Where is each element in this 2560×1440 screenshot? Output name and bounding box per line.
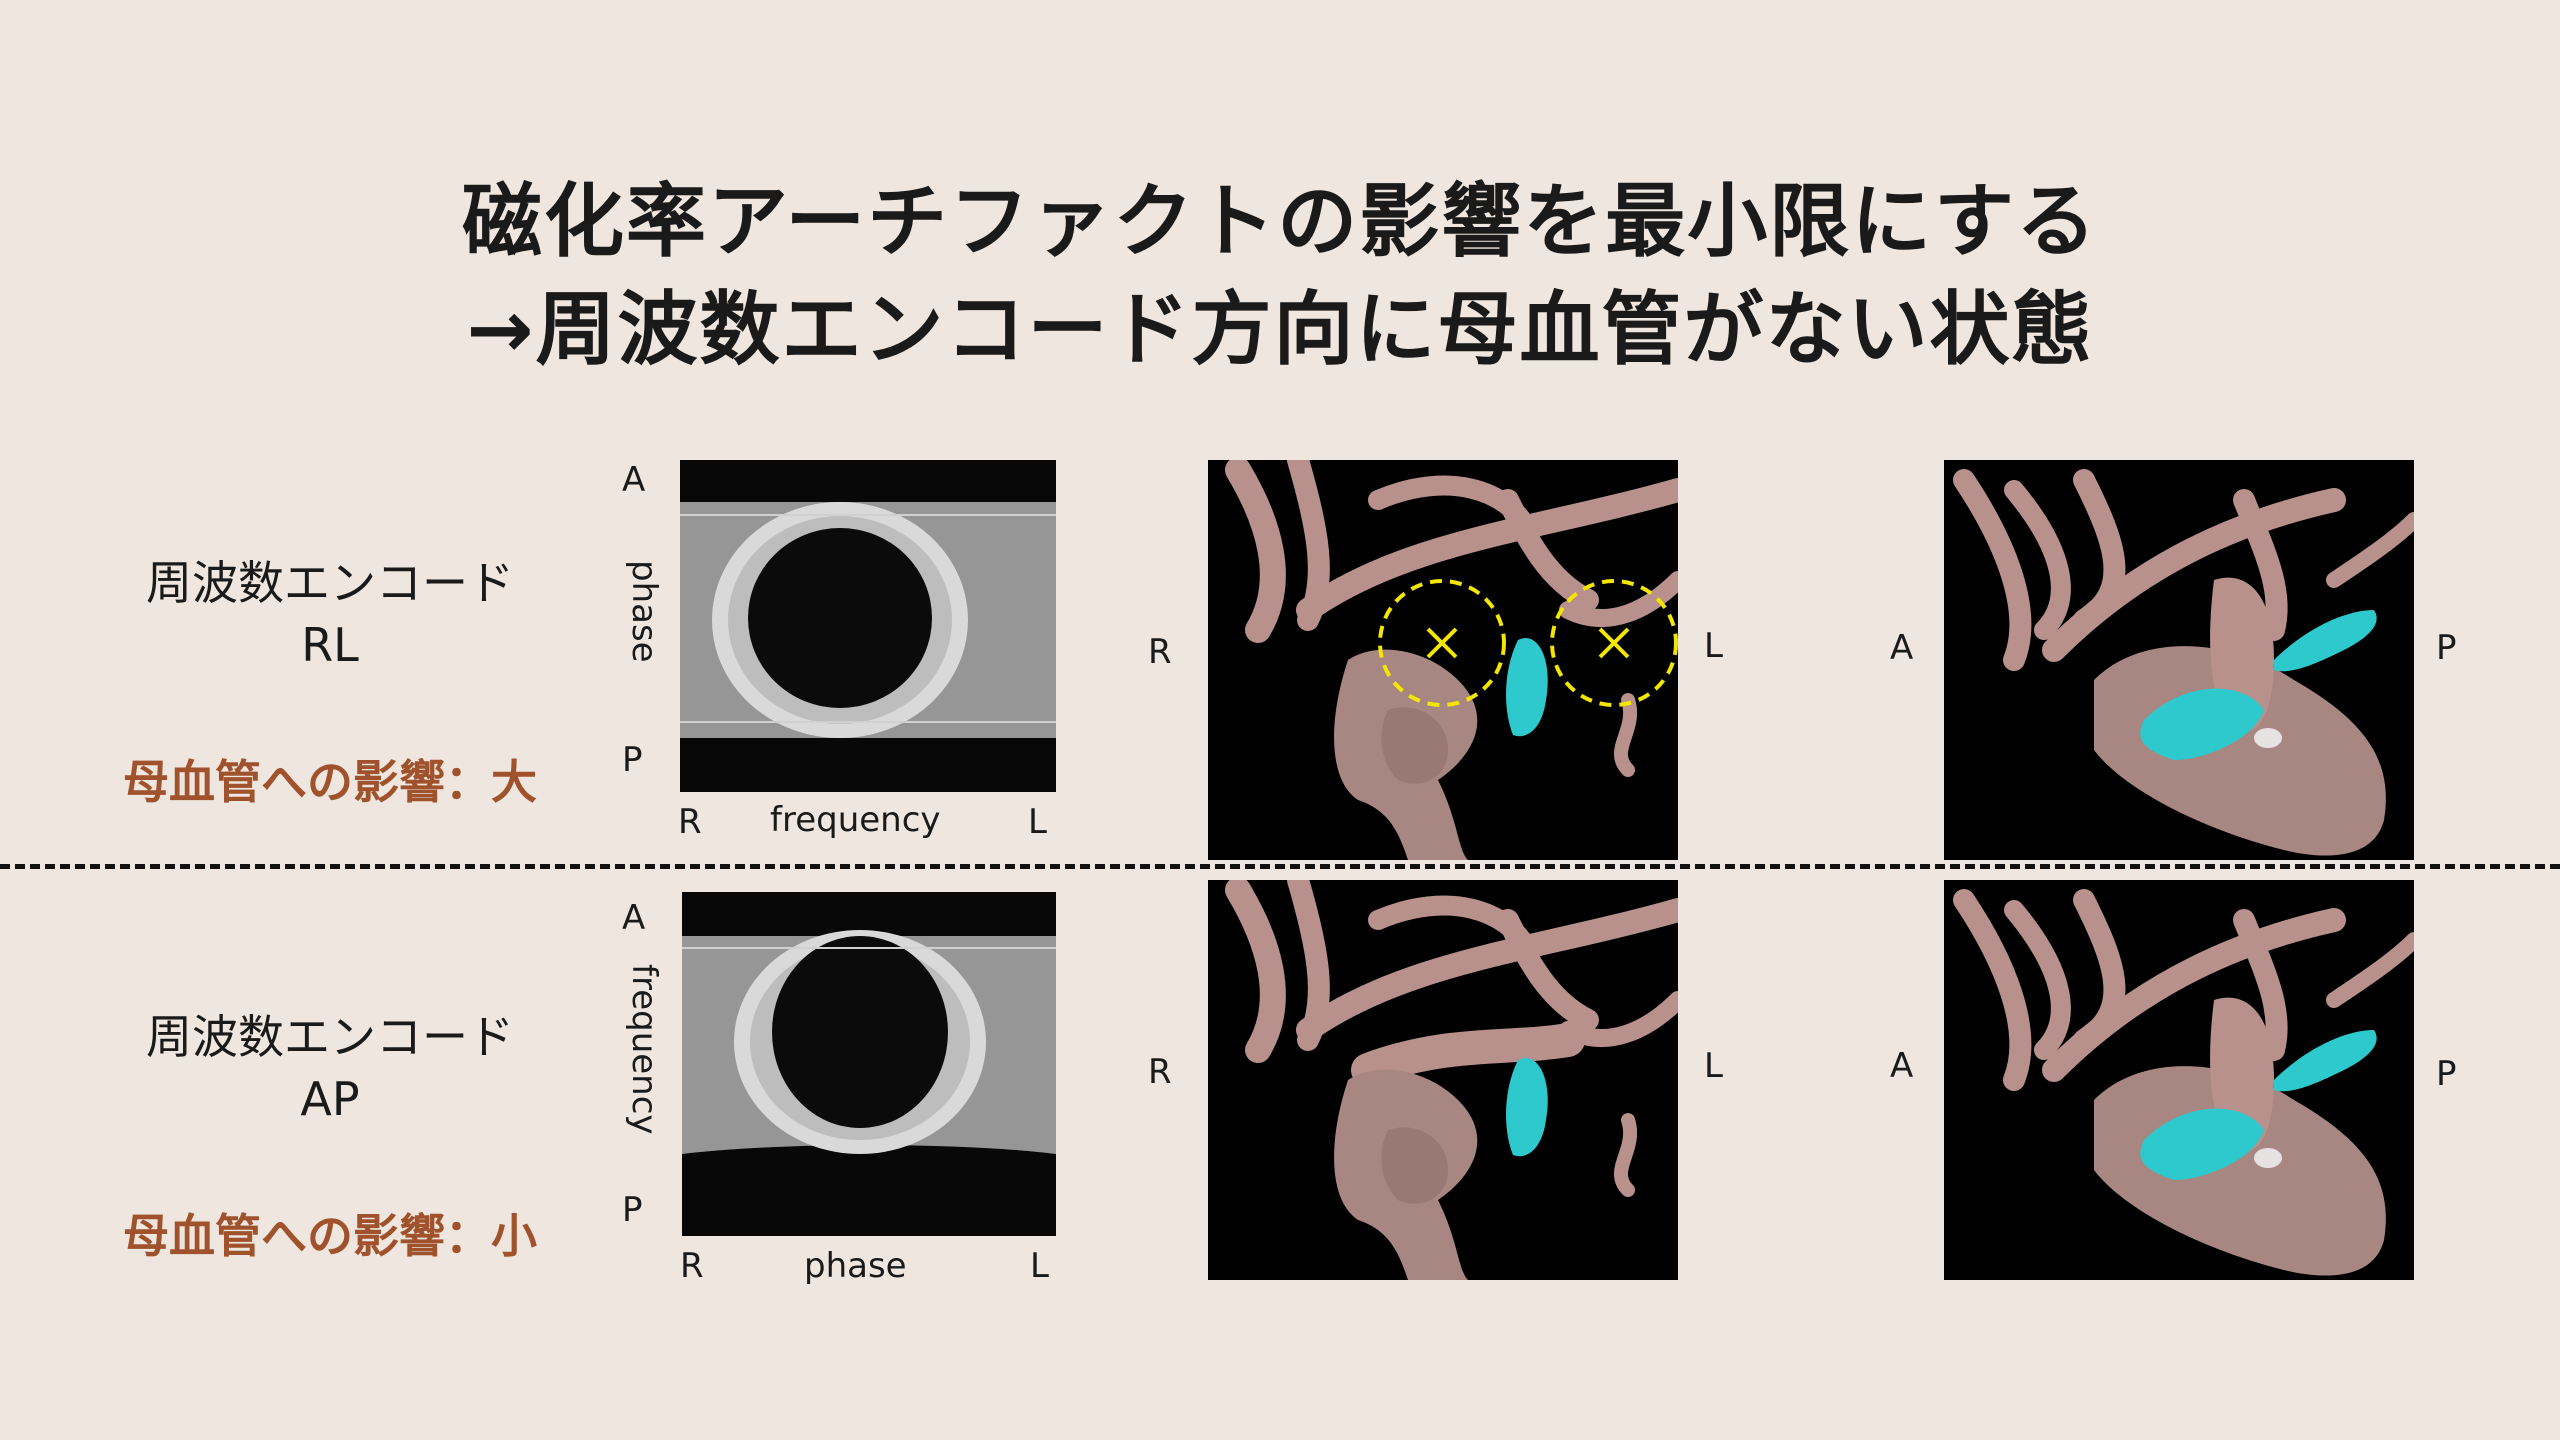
phantom-top-label: A <box>622 460 646 500</box>
phantom-top-label: A <box>622 898 646 938</box>
phantom-side-label: frequency <box>624 964 664 1135</box>
view2-right-label: P <box>2436 1054 2457 1094</box>
phantom-bottom-label: P <box>622 1190 643 1230</box>
phantom-right-label: L <box>1030 1246 1049 1286</box>
view2-left-label: A <box>1890 628 1914 668</box>
encode-label-text: 周波数エンコード <box>146 1010 514 1064</box>
artifact-marker-2 <box>1550 579 1678 707</box>
view2-right-label: P <box>2436 628 2457 668</box>
encode-label-row1: 周波数エンコード RL <box>70 552 590 676</box>
angio-view1-row1 <box>1208 460 1678 860</box>
phantom-axis-label: phase <box>804 1246 907 1286</box>
angio-view1-row2 <box>1208 880 1678 1280</box>
encode-direction: AP <box>300 1072 360 1126</box>
phantom-side-label: phase <box>624 560 664 663</box>
impact-label-row2: 母血管への影響：小 <box>123 1209 537 1263</box>
view1-left-label: R <box>1148 1052 1172 1092</box>
phantom-image-ap <box>682 892 1056 1236</box>
title-line-1: 磁化率アーチファクトの影響を最小限にする <box>462 175 2098 268</box>
phantom-right-label: L <box>1028 802 1047 842</box>
angio-view2-row1 <box>1944 460 2414 860</box>
phantom-left-label: R <box>680 1246 704 1286</box>
encode-direction: RL <box>301 618 359 672</box>
view1-right-label: L <box>1704 1046 1723 1086</box>
view1-right-label: L <box>1704 626 1723 666</box>
angio-view2-row2 <box>1944 880 2414 1280</box>
row-divider <box>0 864 2560 869</box>
impact-label-row1: 母血管への影響：大 <box>123 755 537 809</box>
encode-label-row2: 周波数エンコード AP <box>70 1006 590 1130</box>
view2-left-label: A <box>1890 1046 1914 1086</box>
title-line-2: →周波数エンコード方向に母血管がない状態 <box>466 283 2094 376</box>
phantom-left-label: R <box>678 802 702 842</box>
encode-label-text: 周波数エンコード <box>146 556 514 610</box>
phantom-bottom-label: P <box>622 740 643 780</box>
phantom-image-rl <box>680 460 1056 792</box>
phantom-axis-label: frequency <box>770 800 941 840</box>
view1-left-label: R <box>1148 632 1172 672</box>
artifact-marker-1 <box>1378 579 1506 707</box>
